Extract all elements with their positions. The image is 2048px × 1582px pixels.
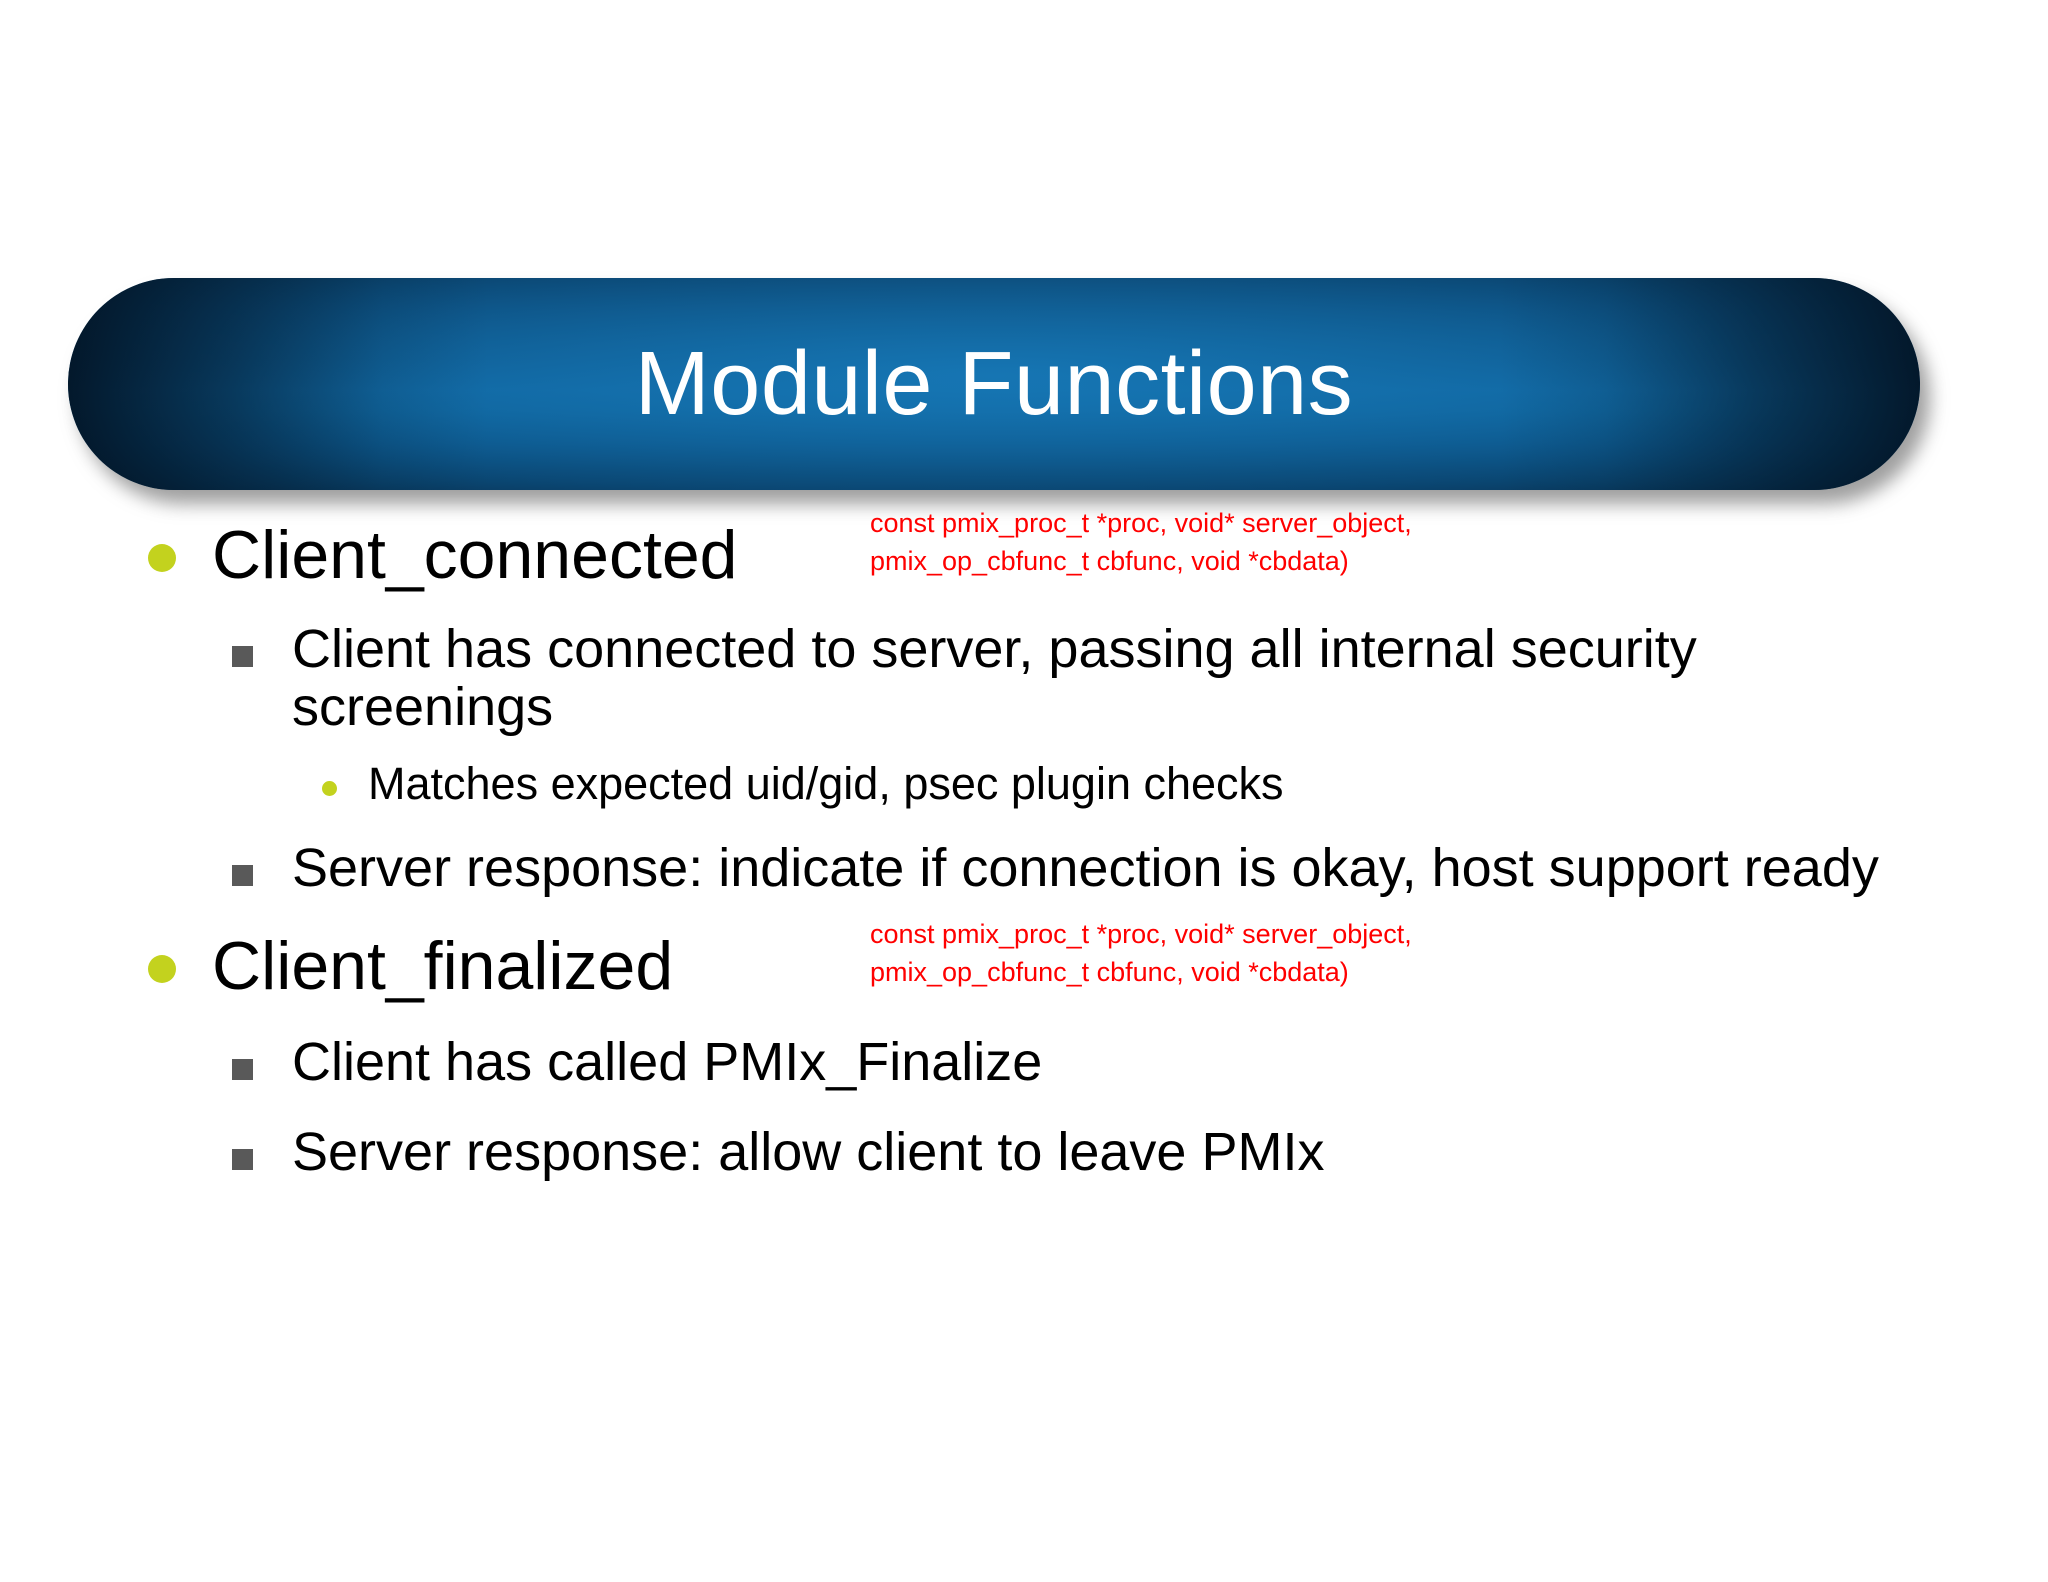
bullet-marker-level1 xyxy=(148,544,176,572)
slide-body: Client_connected const pmix_proc_t *proc… xyxy=(0,508,2048,1189)
bullet-item-matches-expected: Matches expected uid/gid, psec plugin ch… xyxy=(0,759,2048,817)
annotation-client-finalized-line1: const pmix_proc_t *proc, void* server_ob… xyxy=(870,918,1412,949)
bullet-text: Server response: indicate if connection … xyxy=(292,837,1879,898)
bullet-text: Client has connected to server, passing … xyxy=(292,619,1697,738)
annotation-client-connected-line2: pmix_op_cbfunc_t cbfunc, void *cbdata) xyxy=(870,546,1349,576)
annotation-client-connected-line1: const pmix_proc_t *proc, void* server_ob… xyxy=(870,508,1412,538)
bullet-marker-level1 xyxy=(148,954,176,983)
title-banner-pill: Module Functions xyxy=(68,278,1920,490)
bullet-text: Server response: allow client to leave P… xyxy=(292,1121,1325,1182)
bullet-item-server-response-allow: Server response: allow client to leave P… xyxy=(0,1121,2048,1189)
bullet-text: Client_connected xyxy=(212,517,738,593)
bullet-item-client-finalized: Client_finalized const pmix_proc_t *proc… xyxy=(0,919,2048,1005)
bullet-text: Matches expected uid/gid, psec plugin ch… xyxy=(368,757,1284,809)
title-banner: Module Functions xyxy=(68,278,1930,504)
bullet-text: Client has called PMIx_Finalize xyxy=(292,1031,1043,1092)
bullet-marker-level3 xyxy=(322,780,337,796)
bullet-marker-level2 xyxy=(232,864,253,886)
bullet-item-client-has-called: Client has called PMIx_Finalize xyxy=(0,1031,2048,1099)
bullet-text: Client_finalized xyxy=(212,927,674,1004)
bullet-item-server-response-indicate: Server response: indicate if connection … xyxy=(0,837,2048,905)
bullet-marker-level2 xyxy=(232,1148,253,1170)
bullet-item-client-has-connected: Client has connected to server, passing … xyxy=(0,620,2048,737)
page-title: Module Functions xyxy=(634,334,1354,434)
bullet-marker-level2 xyxy=(232,646,253,667)
annotation-client-finalized-line2: pmix_op_cbfunc_t cbfunc, void *cbdata) xyxy=(870,956,1349,987)
bullet-marker-level2 xyxy=(232,1058,253,1080)
bullet-item-client-connected: Client_connected const pmix_proc_t *proc… xyxy=(0,508,2048,594)
